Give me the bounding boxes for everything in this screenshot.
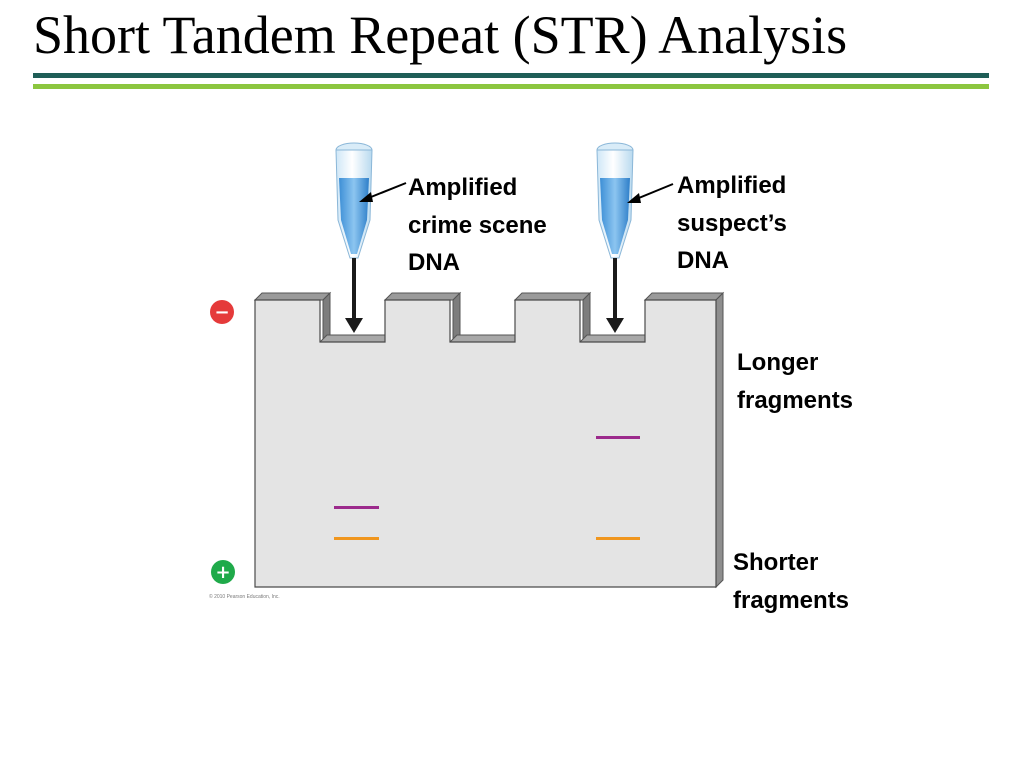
- longer-fragments-label: Longer fragments: [737, 349, 853, 414]
- title-rule-green: [33, 84, 989, 89]
- crime-scene-loading-arrow: [345, 258, 363, 333]
- title-rule-dark: [33, 73, 989, 78]
- positive-electrode-icon: +: [211, 560, 235, 584]
- pipette-tip-icon: [596, 142, 634, 259]
- copyright-credit: © 2010 Pearson Education, Inc.: [209, 593, 280, 600]
- suspect-band-shorter: [596, 537, 640, 540]
- gel-slab: [253, 291, 725, 589]
- svg-text:+: +: [215, 562, 230, 583]
- pipette-tip-icon: [335, 142, 373, 259]
- suspect-label-pointer: [627, 183, 674, 203]
- crime-scene-label-pointer: [359, 182, 407, 202]
- shorter-fragments-label: Shorter fragments: [733, 549, 849, 614]
- crime-scene-band-shorter: [334, 537, 379, 540]
- suspect-label: Amplified suspect’s DNA: [677, 172, 794, 274]
- suspect-loading-arrow: [606, 258, 624, 333]
- suspect-band-longer: [596, 436, 640, 439]
- crime-scene-band-longer: [334, 506, 379, 509]
- slide-title: Short Tandem Repeat (STR) Analysis: [33, 5, 848, 65]
- negative-electrode-icon: −: [210, 300, 234, 324]
- svg-text:−: −: [214, 302, 229, 323]
- crime-scene-label: Amplified crime scene DNA: [408, 174, 553, 276]
